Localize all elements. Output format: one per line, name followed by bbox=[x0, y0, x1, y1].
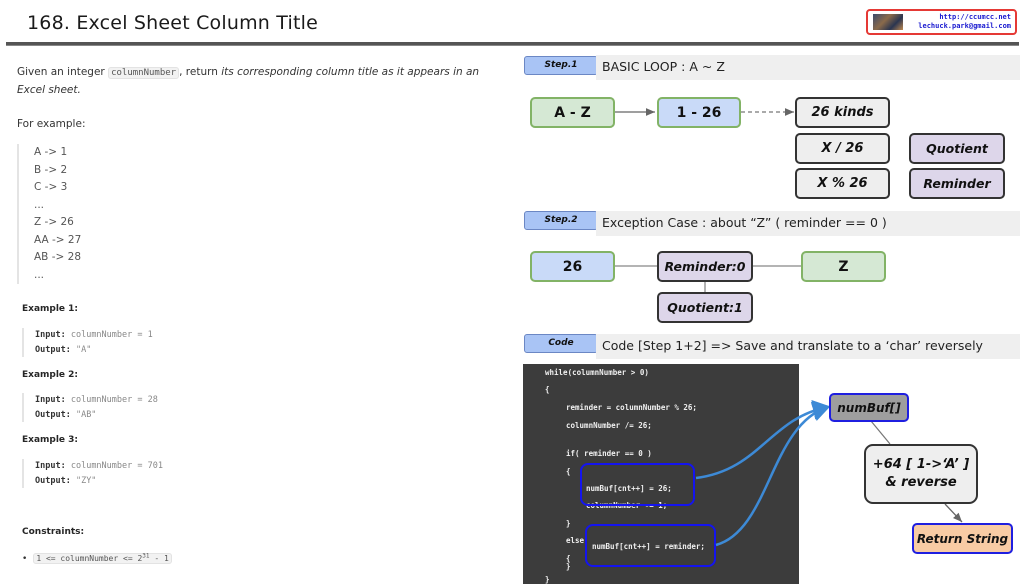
constraint-text: - 1 bbox=[149, 553, 169, 563]
constraint-exponent: 31 bbox=[142, 552, 150, 559]
title-divider bbox=[6, 42, 1019, 46]
input-label: Input: bbox=[35, 330, 66, 340]
arrow-convert-to-result bbox=[944, 503, 963, 523]
code-line: numBuf[cnt++] = 26; bbox=[586, 484, 672, 493]
mapping-line: A -> 1 bbox=[34, 146, 68, 158]
step1-tag: Step.1 bbox=[524, 56, 598, 75]
convert-line-1: +64 [ 1->‘A’ ] bbox=[872, 457, 970, 472]
code-line: else bbox=[566, 536, 585, 545]
code-line: numBuf[cnt++] = reminder; bbox=[592, 542, 705, 551]
desc-text: , return bbox=[179, 66, 222, 78]
code-line: if( reminder == 0 ) bbox=[566, 449, 652, 458]
code-line: } bbox=[566, 519, 571, 528]
mapping-line: AA -> 27 bbox=[34, 233, 82, 246]
mapping-line: B -> 2 bbox=[34, 163, 68, 176]
input-label: Input: bbox=[35, 395, 66, 405]
input-value: columnNumber = 701 bbox=[70, 461, 163, 471]
output-value: "AB" bbox=[75, 409, 97, 420]
node-quotient-1: Quotient:1 bbox=[657, 292, 753, 323]
code-line: { bbox=[566, 554, 571, 563]
desc-text: Given an integer bbox=[17, 66, 109, 78]
mapping-line: ... bbox=[34, 268, 45, 281]
code-tag: Code bbox=[524, 334, 598, 353]
example-2-io: Input: columnNumber = 28 Output: "AB" bbox=[22, 393, 158, 422]
example-3-heading: Example 3: bbox=[22, 435, 79, 445]
node-return-string: Return String bbox=[912, 523, 1013, 554]
output-label: Output: bbox=[35, 344, 71, 355]
node-letters: A - Z bbox=[530, 97, 615, 128]
problem-description: Given an integer columnNumber, return it… bbox=[17, 64, 497, 99]
node-numbuf: numBuf[] bbox=[829, 393, 909, 422]
convert-line-2: & reverse bbox=[885, 475, 957, 490]
node-reminder: Reminder bbox=[909, 168, 1005, 199]
input-label: Input: bbox=[35, 461, 66, 471]
step2-tag: Step.2 bbox=[524, 211, 598, 230]
mapping-line: AB -> 28 bbox=[34, 251, 82, 263]
node-26: 26 bbox=[530, 251, 615, 282]
output-label: Output: bbox=[35, 475, 71, 486]
node-quotient: Quotient bbox=[909, 133, 1005, 164]
example-1-heading: Example 1: bbox=[22, 304, 79, 314]
highlight-else-case bbox=[585, 524, 716, 567]
code-line: { bbox=[566, 467, 571, 476]
code-panel: while(columnNumber > 0) { reminder = col… bbox=[523, 364, 799, 584]
example-2-heading: Example 2: bbox=[22, 370, 79, 380]
code-line: } bbox=[545, 575, 550, 584]
mapping-line: Z -> 26 bbox=[34, 216, 74, 228]
inline-code-columnNumber: columnNumber bbox=[108, 67, 180, 79]
code-line: reminder = columnNumber % 26; bbox=[566, 403, 697, 412]
mapping-line: C -> 3 bbox=[34, 181, 68, 193]
constraint-text: 1 <= columnNumber <= 2 bbox=[36, 553, 143, 563]
mapping-line: ... bbox=[34, 198, 45, 211]
for-example-label: For example: bbox=[17, 118, 86, 130]
node-26-kinds: 26 kinds bbox=[795, 97, 890, 128]
code-line: } bbox=[566, 562, 571, 571]
code-title: Code [Step 1+2] => Save and translate to… bbox=[596, 334, 1020, 359]
node-numbers: 1 - 26 bbox=[657, 97, 741, 128]
node-convert: +64 [ 1->‘A’ ] & reverse bbox=[864, 444, 978, 504]
example-1-io: Input: columnNumber = 1 Output: "A" bbox=[22, 328, 153, 357]
arrow-else-case-to-buffer bbox=[715, 401, 831, 547]
step1-title: BASIC LOOP : A ~ Z bbox=[596, 55, 1020, 80]
node-reminder-0: Reminder:0 bbox=[657, 251, 753, 282]
code-line: { bbox=[545, 385, 550, 394]
step2-title: Exception Case : about “Z” ( reminder ==… bbox=[596, 211, 1020, 236]
constraint-item: • 1 <= columnNumber <= 231 - 1 bbox=[22, 552, 172, 564]
desc-emphasis: its corresponding column title as it app… bbox=[17, 66, 480, 96]
example-3-io: Input: columnNumber = 701 Output: "ZY" bbox=[22, 459, 163, 488]
code-line: while(columnNumber > 0) bbox=[545, 368, 649, 377]
output-value: "ZY" bbox=[75, 475, 97, 486]
highlight-zero-case bbox=[580, 463, 695, 506]
input-value: columnNumber = 1 bbox=[70, 330, 153, 340]
author-url: http://ccumcc.net bbox=[939, 13, 1011, 21]
node-mod: X % 26 bbox=[795, 168, 890, 199]
arrow-zero-case-to-buffer bbox=[695, 399, 831, 480]
input-value: columnNumber = 28 bbox=[70, 395, 158, 405]
constraints-heading: Constraints: bbox=[22, 527, 85, 537]
node-div: X / 26 bbox=[795, 133, 890, 164]
node-z: Z bbox=[801, 251, 886, 282]
author-email: lechuck.park@gmail.com bbox=[918, 22, 1011, 30]
constraint-code: 1 <= columnNumber <= 231 - 1 bbox=[33, 552, 172, 564]
mapping-block: A -> 1 B -> 2 C -> 3 ... Z -> 26 AA -> 2… bbox=[17, 144, 81, 284]
bullet-icon: • bbox=[22, 553, 28, 564]
author-badge: http://ccumcc.net lechuck.park@gmail.com bbox=[866, 9, 1017, 35]
author-avatar bbox=[873, 14, 903, 30]
page-title: 168. Excel Sheet Column Title bbox=[27, 12, 319, 34]
output-label: Output: bbox=[35, 409, 71, 420]
output-value: "A" bbox=[75, 344, 92, 355]
code-line: columnNumber /= 26; bbox=[566, 421, 652, 430]
line-buffer-to-convert bbox=[870, 420, 891, 445]
